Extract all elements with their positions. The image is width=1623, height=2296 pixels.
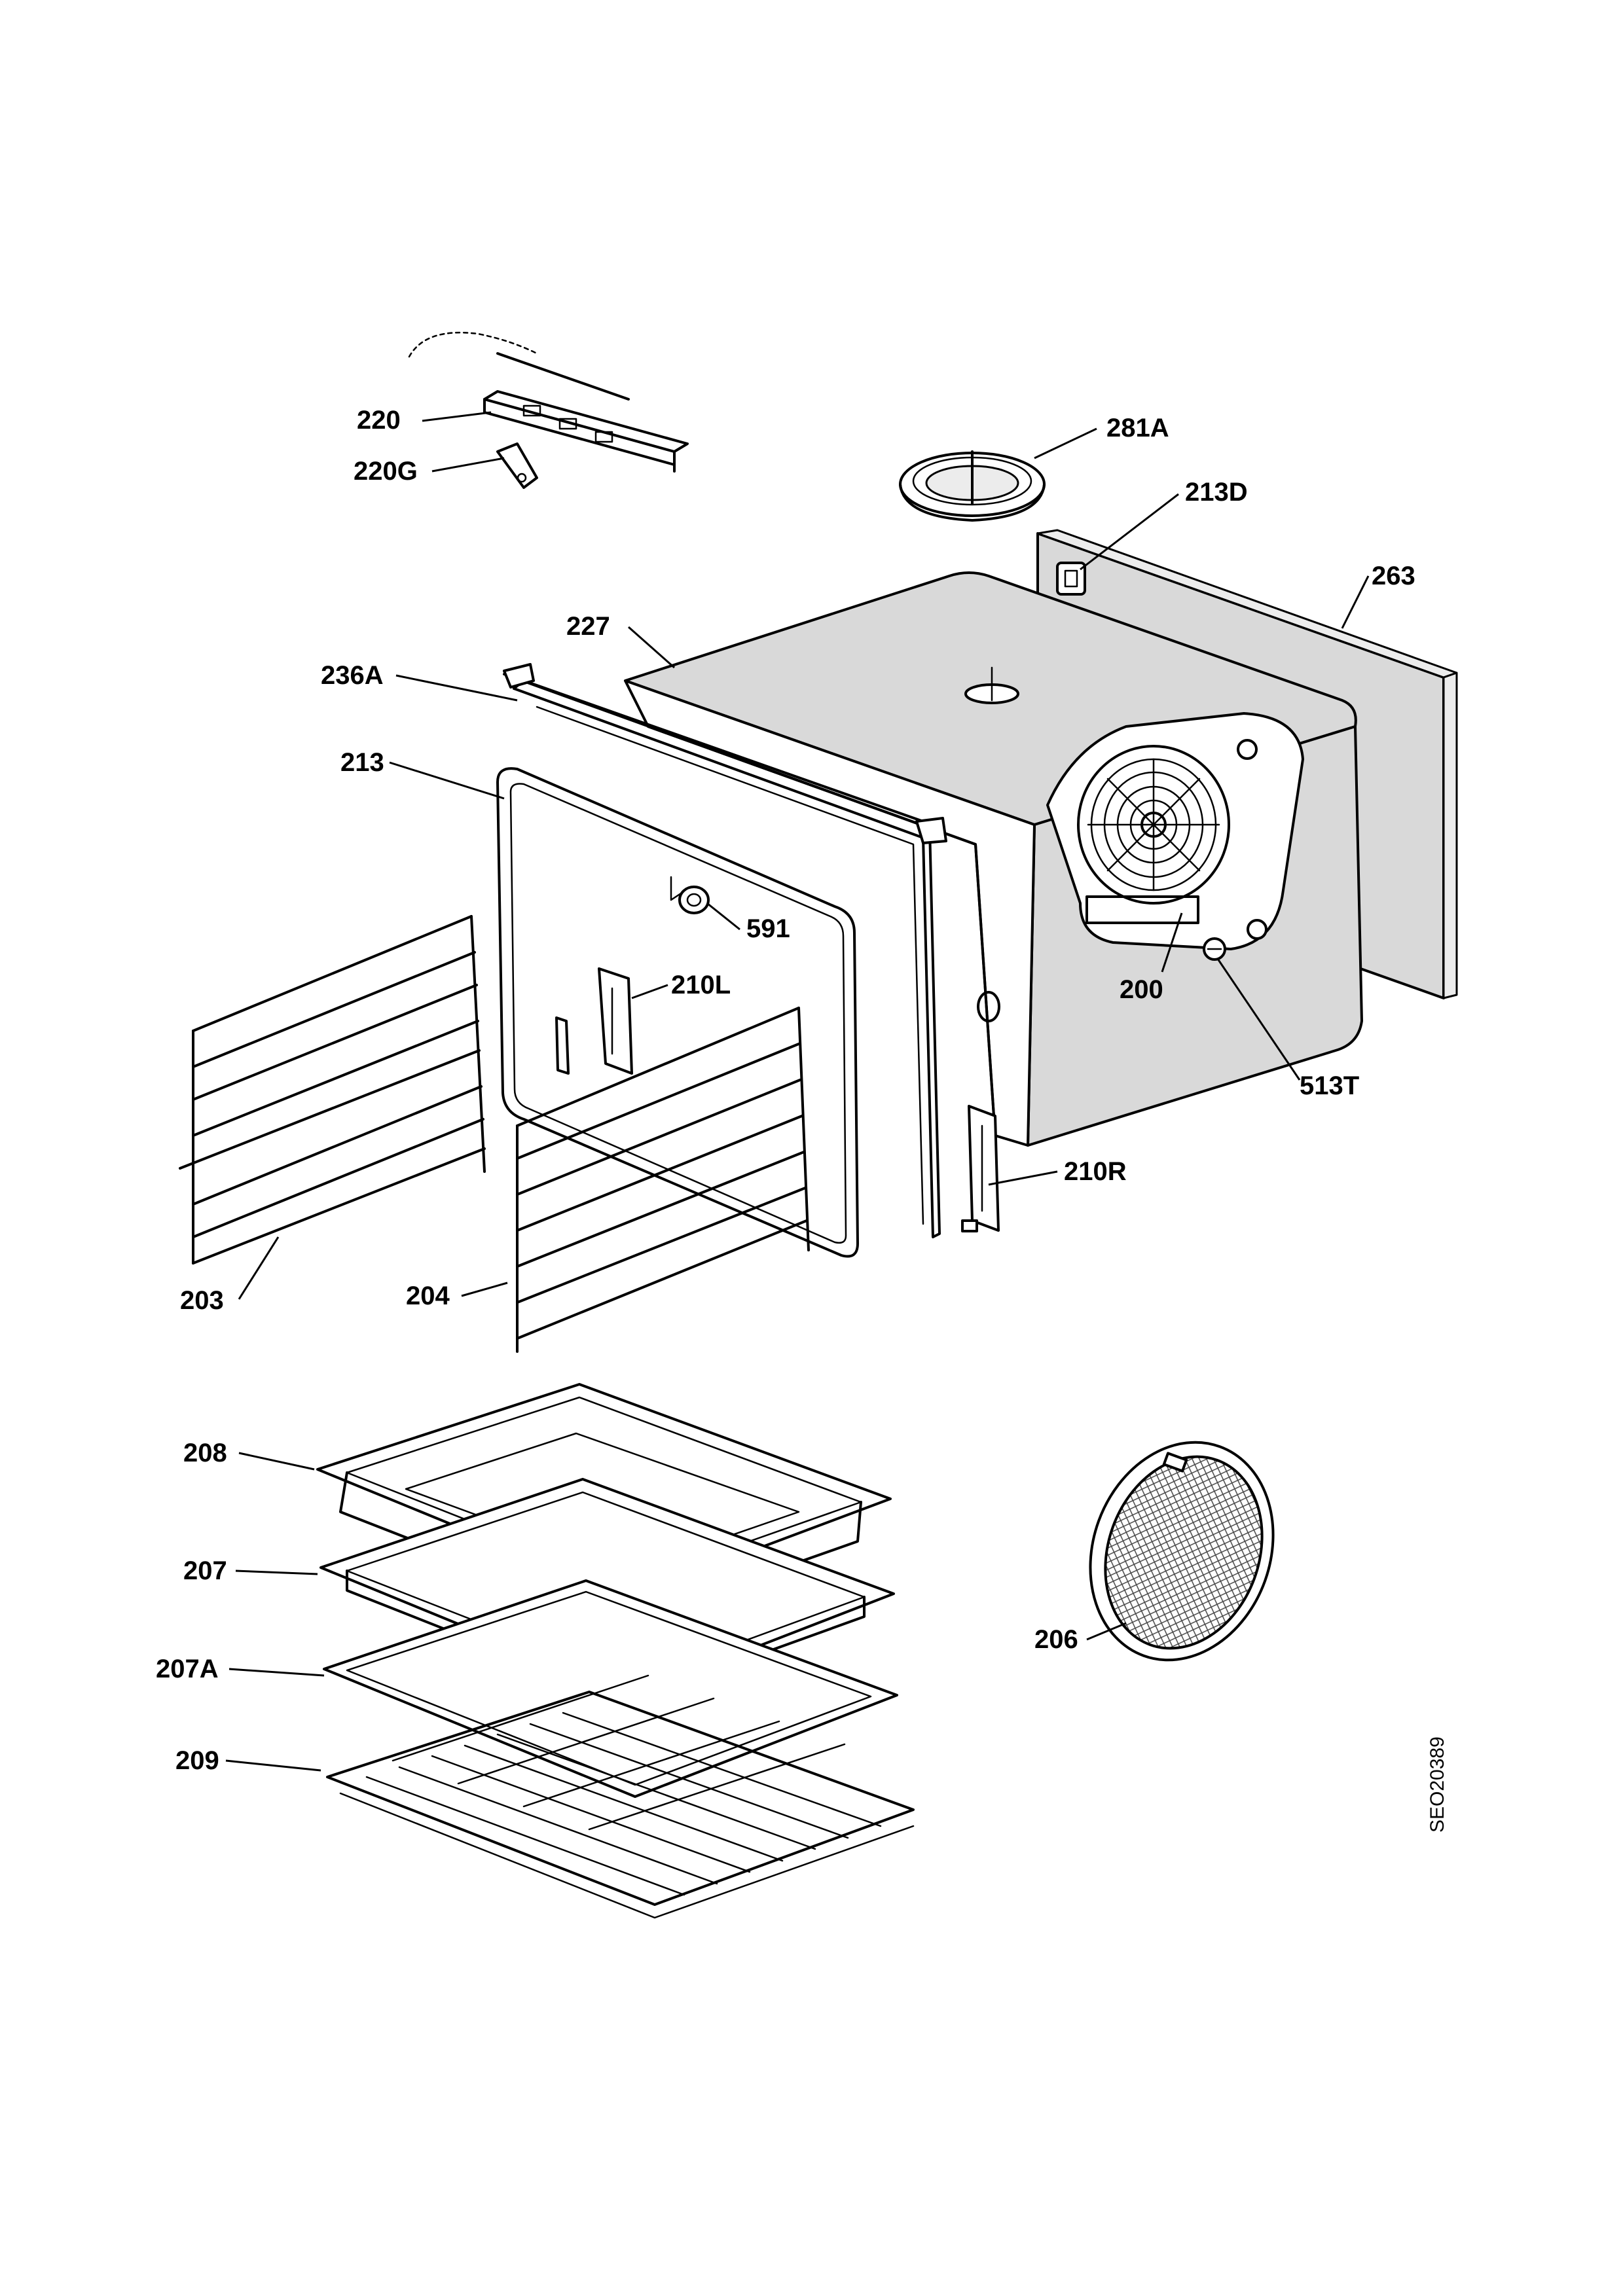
callout-207a: 207A (156, 1655, 219, 1683)
document-id: SEO20389 (1427, 1736, 1448, 1833)
callout-513t: 513T (1300, 1071, 1359, 1100)
callout-220g: 220G (354, 457, 418, 486)
screw-513t (1203, 937, 1226, 961)
fan-element-281a (899, 450, 1046, 522)
callout-207: 207 (183, 1556, 227, 1585)
callout-281a: 281A (1106, 414, 1169, 442)
callout-210l: 210L (671, 971, 731, 999)
leader-lines (225, 411, 1370, 1772)
front-frame-236a (503, 663, 947, 1238)
grease-filter-206 (1089, 1441, 1275, 1662)
callout-236a: 236A (321, 661, 384, 690)
wire-grill-209 (326, 1674, 915, 1919)
lamp-holder-220 (408, 331, 689, 473)
callout-213: 213 (340, 748, 384, 777)
door-seal-213 (496, 767, 859, 1258)
callout-591: 591 (746, 914, 790, 943)
callout-220: 220 (357, 406, 401, 435)
callout-208: 208 (183, 1439, 227, 1467)
callout-203: 203 (180, 1286, 224, 1315)
shelf-support-204 (516, 1007, 810, 1353)
callout-209: 209 (175, 1746, 219, 1775)
callout-206: 206 (1034, 1625, 1078, 1654)
fan-cover (1046, 712, 1304, 950)
plug-591 (670, 876, 710, 914)
callout-263: 263 (1372, 562, 1415, 590)
callout-labels: 220 220G 281A 213D 263 227 236A 213 591 … (156, 406, 1415, 1775)
side-runner-210r (961, 1105, 1000, 1232)
callout-213d: 213D (1185, 478, 1248, 507)
clip-220g (496, 442, 538, 489)
callout-200: 200 (1120, 975, 1163, 1004)
callout-227: 227 (566, 612, 610, 641)
callout-204: 204 (406, 1282, 450, 1310)
clip-213d (1056, 562, 1086, 596)
side-runner-210l (555, 967, 633, 1075)
shelf-support-203 (179, 915, 486, 1265)
callout-210r: 210R (1064, 1157, 1127, 1186)
